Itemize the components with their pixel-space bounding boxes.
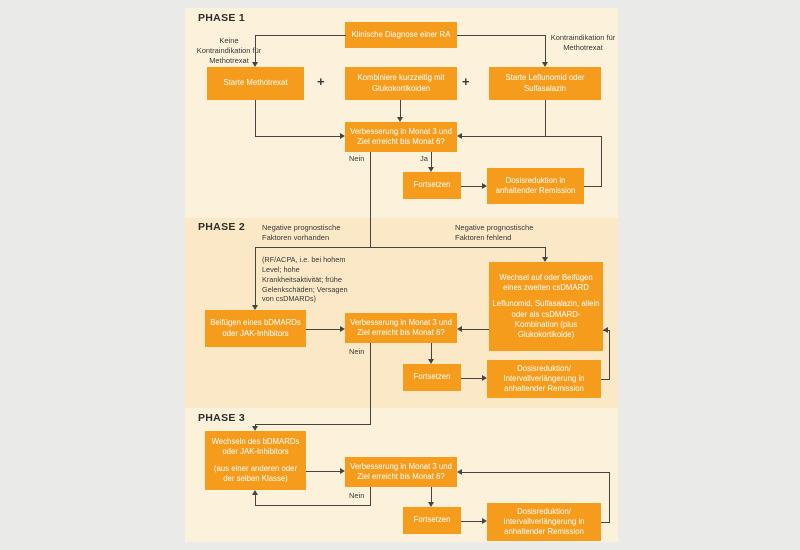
flow-line: [255, 495, 256, 506]
start-leflunomid-box: Starte Leflunomid oder Sulfasalazin: [489, 67, 601, 100]
flow-line: [431, 487, 432, 503]
flow-line: [601, 379, 609, 380]
add-bdmard-box: Beifügen eines bDMARDs oder JAK-Inhibito…: [205, 310, 306, 347]
switch-csdmard-detail: Leflunomid, Sulfasalazin, allein oder al…: [492, 299, 600, 340]
arrow-down: [428, 359, 434, 364]
edge-label-nein-phase3: Nein: [349, 491, 365, 500]
phase2-label: PHASE 2: [198, 221, 246, 233]
continue-box-phase1: Fortsetzen: [403, 172, 461, 199]
flow-line: [609, 472, 610, 523]
diagnosis-box: Klinische Diagnose einer RA: [345, 22, 457, 48]
arrow-down: [252, 305, 258, 310]
improvement-question-box-phase2: Verbesserung in Monat 3 und Ziel erreich…: [345, 313, 457, 343]
arrow-right: [340, 326, 345, 332]
arrow-up: [252, 490, 258, 495]
start-methotrexat-box: Starte Methotrexat: [207, 67, 304, 100]
flow-line: [370, 343, 371, 425]
arrow-down: [542, 62, 548, 67]
arrow-left: [457, 469, 462, 475]
flow-line: [255, 136, 341, 137]
note-contraindication: Kontraindikation für Methotrexat: [550, 33, 616, 53]
continue-box-phase2: Fortsetzen: [403, 364, 461, 391]
arrow-down: [252, 426, 258, 431]
flow-line: [545, 100, 546, 137]
arrow-left: [603, 327, 608, 333]
arrow-right: [482, 518, 487, 524]
flow-line: [545, 35, 546, 63]
flow-line: [461, 186, 482, 187]
plus-sign: +: [462, 74, 470, 89]
phase3-label: PHASE 3: [198, 412, 246, 424]
arrow-down: [428, 502, 434, 507]
phase1-label: PHASE 1: [198, 12, 246, 24]
flow-line: [609, 330, 610, 380]
flow-line: [370, 152, 371, 247]
arrow-right: [340, 133, 345, 139]
note-negative-factors-present: Negative prognostische Faktoren vorhande…: [262, 223, 341, 243]
arrow-left: [457, 133, 462, 139]
dose-reduction-box-phase1: Dosisreduktion in anhaltender Remission: [487, 168, 584, 204]
flow-line: [431, 343, 432, 360]
dose-reduction-box-phase3: Dosisreduktion/ Intervallverlängerung in…: [487, 503, 601, 541]
flow-line: [306, 471, 341, 472]
flow-line: [370, 487, 371, 506]
flow-line: [601, 136, 602, 187]
arrow-down: [428, 167, 434, 172]
switch-bdmard-title: Wechseln des bDMARDs oder JAK-Inhibitors: [211, 436, 300, 457]
flow-line: [457, 35, 545, 36]
switch-bdmard-box: Wechseln des bDMARDs oder JAK-Inhibitors…: [205, 431, 306, 490]
flow-line: [255, 247, 546, 248]
arrow-down: [252, 62, 258, 67]
continue-box-phase3: Fortsetzen: [403, 507, 461, 534]
improvement-question-box-phase1: Verbesserung in Monat 3 und Ziel erreich…: [345, 122, 457, 152]
edge-label-ja-phase1: Ja: [420, 154, 428, 163]
flow-line: [255, 505, 371, 506]
glucocorticoid-box: Kombiniere kurzzeitig mit Glukokortikoid…: [345, 67, 457, 100]
note-negative-factors-absent: Negative prognostische Faktoren fehlend: [455, 223, 534, 243]
arrow-right: [482, 183, 487, 189]
edge-label-nein-phase2: Nein: [349, 347, 365, 356]
plus-sign: +: [317, 74, 325, 89]
flow-line: [255, 100, 256, 137]
dose-reduction-box-phase2: Dosisreduktion/ Intervallverlängerung in…: [487, 360, 601, 398]
flow-line: [545, 247, 546, 258]
flow-line: [462, 136, 602, 137]
arrow-down: [397, 117, 403, 122]
arrow-left: [457, 326, 462, 332]
flow-line: [306, 329, 341, 330]
arrow-down: [542, 257, 548, 262]
switch-bdmard-detail: (aus einer anderen oder der selben Klass…: [213, 463, 298, 483]
arrow-right: [482, 375, 487, 381]
flow-line: [584, 186, 602, 187]
flow-line: [461, 521, 482, 522]
flow-line: [255, 35, 346, 36]
note-no-contraindication: Keine Kontraindikation für Methotrexat: [196, 36, 262, 66]
flow-line: [255, 424, 256, 427]
note-negative-factors-detail: (RF/ACPA, i.e. bei hohem Level; hohe Kra…: [262, 255, 348, 304]
improvement-question-box-phase3: Verbesserung in Monat 3 und Ziel erreich…: [345, 457, 457, 487]
flow-line: [431, 152, 432, 168]
flow-line: [400, 100, 401, 118]
flow-line: [255, 247, 256, 306]
flow-line: [255, 424, 371, 425]
switch-csdmard-title: Wechsel auf oder Beifügen eines zweiten …: [499, 272, 593, 292]
arrow-right: [340, 468, 345, 474]
flow-line: [461, 378, 482, 379]
flow-line: [462, 472, 609, 473]
switch-csdmard-box: Wechsel auf oder Beifügen eines zweiten …: [489, 262, 603, 351]
flow-line: [462, 329, 489, 330]
flow-line: [255, 35, 256, 63]
edge-label-nein-phase1: Nein: [349, 154, 365, 163]
flow-line: [601, 522, 609, 523]
